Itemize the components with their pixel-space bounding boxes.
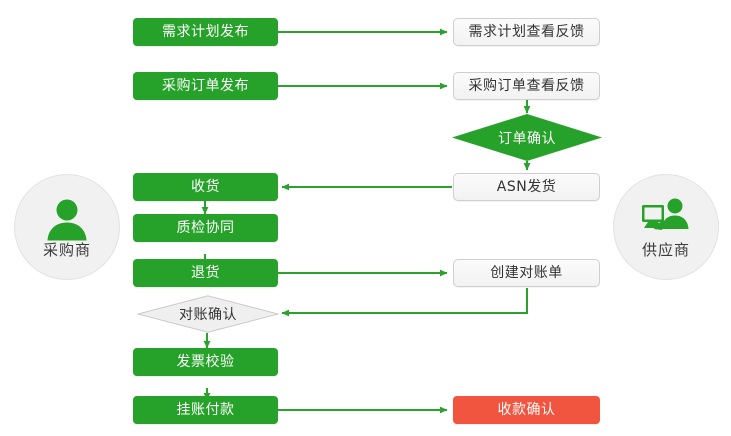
node-receive-goods[interactable]: 收货 [133, 173, 278, 201]
role-buyer-label: 采购商 [42, 240, 91, 259]
node-order-confirm[interactable]: 订单确认 [452, 114, 602, 161]
role-supplier-label: 供应商 [641, 240, 690, 259]
node-label: 采购订单发布 [162, 78, 249, 94]
node-create-statement[interactable]: 创建对账单 [453, 259, 600, 287]
node-label: 质检协同 [176, 220, 235, 236]
diamond-shape-green [452, 114, 602, 161]
node-asn-ship[interactable]: ASN发货 [453, 173, 600, 201]
node-statement-confirm[interactable]: 对账确认 [137, 295, 279, 333]
node-qc-collab[interactable]: 质检协同 [133, 214, 278, 242]
node-return-goods[interactable]: 退货 [133, 259, 278, 287]
diamond-shape-gray [137, 295, 279, 333]
node-demand-plan-publish[interactable]: 需求计划发布 [133, 18, 278, 46]
node-label: 需求计划查看反馈 [468, 24, 585, 40]
edge-statement-to-confirm [281, 288, 528, 317]
person-at-computer-icon [642, 198, 689, 230]
role-supplier: 供应商 [613, 174, 719, 280]
node-label: 发票校验 [176, 354, 235, 370]
node-payment-confirm[interactable]: 收款确认 [453, 396, 600, 424]
node-label: 创建对账单 [490, 265, 563, 281]
node-label: 对账确认 [179, 307, 237, 323]
node-label: 挂账付款 [176, 402, 235, 418]
role-buyer: 采购商 [14, 174, 120, 280]
node-label: 收款确认 [497, 402, 556, 418]
node-demand-plan-feedback[interactable]: 需求计划查看反馈 [453, 18, 600, 46]
person-icon [47, 199, 87, 240]
node-invoice-check[interactable]: 发票校验 [133, 348, 278, 376]
node-label: 收货 [191, 179, 220, 195]
node-label: 采购订单查看反馈 [468, 78, 585, 94]
node-label: 订单确认 [498, 130, 556, 147]
node-label: 需求计划发布 [162, 24, 249, 40]
node-label: ASN发货 [496, 179, 557, 195]
node-label: 退货 [191, 265, 220, 281]
node-pending-payment[interactable]: 挂账付款 [133, 396, 278, 424]
node-po-feedback[interactable]: 采购订单查看反馈 [453, 72, 600, 100]
node-po-publish[interactable]: 采购订单发布 [133, 72, 278, 100]
